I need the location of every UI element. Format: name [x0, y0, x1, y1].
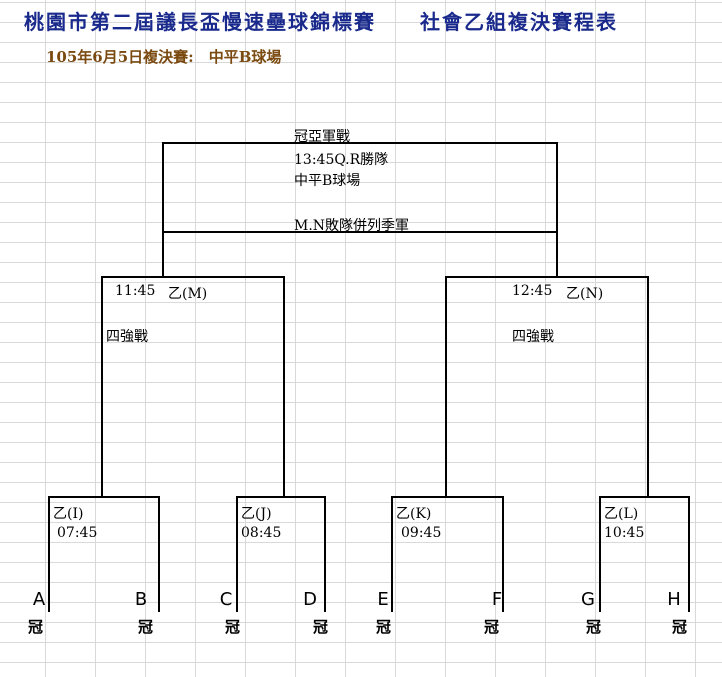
- champion-mark-b: 冠: [138, 618, 154, 636]
- page-title: 桃園市第二屆議長盃慢速壘球錦標賽 社會乙組複決賽程表: [24, 10, 618, 34]
- final-top-line: [163, 142, 558, 144]
- final-time: 13:45Q.R勝隊: [294, 152, 389, 168]
- semi-right-label: 四強戰: [512, 329, 554, 345]
- final-label: 冠亞軍戰: [294, 129, 350, 145]
- qf-j-left: [236, 496, 238, 612]
- qf-k-code: 乙(K): [396, 506, 432, 522]
- champion-mark-g: 冠: [586, 618, 602, 636]
- team-b: B: [134, 589, 148, 610]
- semi-left-left: [101, 276, 103, 498]
- final-note: M.N敗隊併列季軍: [294, 218, 410, 234]
- qf-l-time: 10:45: [604, 525, 645, 541]
- qf-k-left: [391, 496, 393, 612]
- qf-j-top: [236, 496, 326, 498]
- semi-right-right: [647, 276, 649, 498]
- semi-left-time: 11:45: [115, 283, 156, 299]
- final-bottom-line: [163, 231, 558, 233]
- qf-k-time: 09:45: [401, 525, 442, 541]
- qf-j-time: 08:45: [241, 525, 282, 541]
- team-a: A: [32, 589, 46, 610]
- final-venue: 中平B球場: [294, 173, 361, 189]
- champion-mark-h: 冠: [672, 618, 688, 636]
- qf-i-code: 乙(I): [53, 506, 84, 522]
- team-f: F: [491, 589, 503, 610]
- qf-l-left: [599, 496, 601, 612]
- semi-left-right: [283, 276, 285, 498]
- qf-i-time: 07:45: [57, 525, 98, 541]
- qf-i-right: [158, 496, 160, 612]
- qf-i-top: [48, 496, 160, 498]
- team-c: C: [219, 589, 233, 610]
- qf-k-top: [391, 496, 504, 498]
- champion-mark-f: 冠: [484, 618, 500, 636]
- semi-right-top: [445, 276, 649, 278]
- team-g: G: [581, 589, 595, 610]
- champion-mark-a: 冠: [28, 618, 44, 636]
- final-left-line: [162, 142, 164, 277]
- champion-mark-c: 冠: [225, 618, 241, 636]
- qf-i-left: [48, 496, 50, 612]
- team-e: E: [377, 589, 389, 610]
- semi-left-top: [101, 276, 285, 278]
- team-h: H: [667, 589, 681, 610]
- qf-l-code: 乙(L): [604, 506, 639, 522]
- semi-right-time: 12:45: [512, 283, 553, 299]
- final-right-line: [556, 142, 558, 277]
- champion-mark-d: 冠: [313, 618, 329, 636]
- semi-right-code: 乙(N): [566, 286, 604, 302]
- qf-j-code: 乙(J): [241, 506, 272, 522]
- qf-l-right: [688, 496, 690, 612]
- qf-k-right: [502, 496, 504, 612]
- semi-left-label: 四強戰: [106, 329, 148, 345]
- page-subtitle: 105年6月5日複決賽: 中平B球場: [46, 48, 282, 66]
- semi-right-left: [445, 276, 447, 498]
- team-d: D: [303, 589, 317, 610]
- semi-left-code: 乙(M): [168, 286, 208, 302]
- qf-j-right: [324, 496, 326, 612]
- champion-mark-e: 冠: [376, 618, 392, 636]
- qf-l-top: [599, 496, 690, 498]
